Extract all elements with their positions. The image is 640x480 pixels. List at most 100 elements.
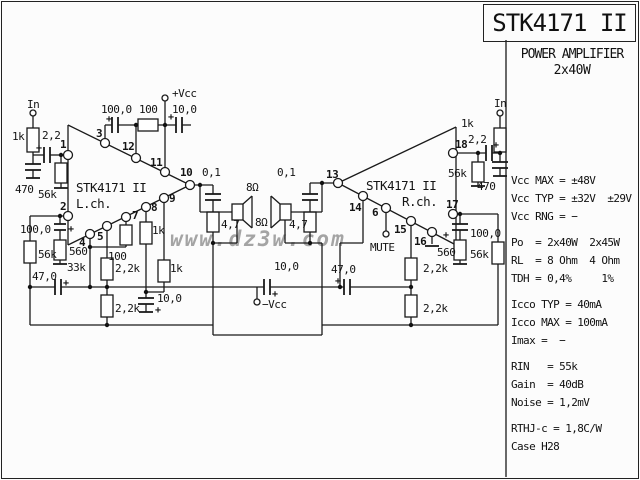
pin-number-4: 4 (79, 236, 86, 249)
spec-line: RIN = 55k (511, 360, 578, 373)
pin-number-6: 6 (372, 206, 379, 219)
spec-line: RTHJ-c = 1,8C/W (511, 422, 602, 435)
spec-line: Po = 2x40W 2x45W (511, 236, 620, 249)
c-10u-center: 10,0 (274, 260, 299, 273)
r-56k-input-left: 56k (38, 188, 57, 201)
input-right-label: In (494, 97, 507, 110)
r-56k-fb-right: 56k (470, 248, 489, 261)
right-feedback-network (339, 200, 505, 325)
r-1k-right: 1k (461, 117, 474, 130)
pin-number-18: 18 (455, 138, 468, 151)
plus: + (68, 224, 74, 235)
spec-group: Icco TYP = 40mA Icco MAX = 100mA Imax = − (511, 296, 631, 350)
pin-number-5: 5 (97, 230, 104, 243)
c-2u2-right: 2,2 (468, 133, 487, 146)
spec-line: TDH = 0,4% 1% (511, 272, 614, 285)
spec-line: Vcc TYP = ±32V ±29V (511, 192, 632, 205)
r-1k-left: 1k (12, 130, 25, 143)
pin-number-11: 11 (150, 156, 163, 169)
r-1k-pin9: 1k (170, 262, 183, 275)
mute-label: MUTE (370, 241, 395, 254)
pin-number-14: 14 (349, 201, 362, 214)
r-100-left: 100 (108, 250, 127, 263)
pin-number-1: 1 (60, 138, 67, 151)
vcc-neg-label: −Vcc (262, 298, 287, 311)
r-4u7-right: 4,7 (289, 218, 308, 231)
chip-title: STK4171 II (492, 9, 627, 37)
c-47u-left: 47,0 (32, 270, 57, 283)
c-10u-top: 10,0 (172, 103, 197, 116)
amp-left-channel: L.ch. (76, 196, 112, 211)
c-10u-left: 10,0 (157, 292, 182, 305)
speaker-right-impedance: 8Ω (255, 216, 268, 229)
spec-line: RL = 8 Ohm 4 Ohm (511, 254, 620, 267)
r-1k-pin8: 1k (152, 224, 165, 237)
junction-dots (27, 122, 503, 328)
r-2k2-left-1: 2,2k (115, 262, 140, 275)
spec-line: Icco MAX = 100mA (511, 316, 608, 329)
spec-line: Vcc RNG = − (511, 210, 578, 223)
plus: + (36, 143, 42, 154)
r-560-left: 560 (69, 245, 88, 258)
input-left-label: In (27, 98, 40, 111)
pin-number-15: 15 (394, 223, 407, 236)
r-33k-left: 33k (67, 261, 86, 274)
output-network (194, 182, 334, 325)
spec-line: Icco TYP = 40mA (511, 298, 602, 311)
c-2u2-left: 2,2 (42, 129, 61, 142)
left-supply-network (104, 94, 191, 168)
left-input-network (25, 109, 68, 189)
pin-number-9: 9 (169, 192, 176, 205)
r-2k2-left-2: 2,2k (115, 302, 140, 315)
c-470-left: 470 (15, 183, 34, 196)
plus: + (335, 276, 341, 287)
title-block: STK4171 II (483, 4, 636, 42)
plus: + (493, 140, 499, 151)
speaker-left-impedance: 8Ω (246, 181, 259, 194)
spec-line: Imax = − (511, 334, 566, 347)
r-2k2-right-1: 2,2k (423, 262, 448, 275)
vcc-pos-label: +Vcc (172, 87, 197, 100)
plus: + (272, 289, 278, 300)
pin-number-12: 12 (122, 140, 135, 153)
plus: + (106, 114, 112, 125)
c-470-right: 470 (477, 180, 496, 193)
plus: + (168, 112, 174, 123)
plus: + (63, 278, 69, 289)
subtitle: POWER AMPLIFIER (520, 47, 624, 62)
pin-number-16: 16 (414, 235, 427, 248)
left-feedback-network (23, 202, 171, 325)
amp-right-channel: R.ch. (402, 194, 438, 209)
r-100-top: 100 (139, 103, 158, 116)
right-input-network (457, 109, 508, 187)
pin-number-17: 17 (446, 198, 459, 211)
c-0u1-left: 0,1 (202, 166, 221, 179)
amp-right-name: STK4171 II (366, 178, 437, 193)
pin-number-3: 3 (96, 127, 103, 140)
spec-line: Gain = 40dB (511, 378, 584, 391)
negative-supply-rail (61, 279, 411, 306)
spec-line: Noise = 1,2mV (511, 396, 590, 409)
r-560-right: 560 (437, 246, 456, 259)
c-100u-top: 100,0 (101, 103, 132, 116)
c-47u-right: 47,0 (331, 263, 356, 276)
r-56k-fb-left: 56k (38, 248, 57, 261)
r-4u7-left: 4,7 (221, 218, 240, 231)
pin-number-8: 8 (151, 201, 158, 214)
pin-circles (62, 137, 459, 240)
power-rating: 2x40W (553, 63, 591, 78)
pin-number-7: 7 (132, 209, 139, 222)
c-100u-left: 100,0 (20, 223, 51, 236)
plus: + (155, 305, 161, 316)
r-2k2-right-2: 2,2k (423, 302, 448, 315)
pin-number-10: 10 (180, 166, 193, 179)
pin-number-13: 13 (326, 168, 339, 181)
plus: + (443, 230, 449, 241)
